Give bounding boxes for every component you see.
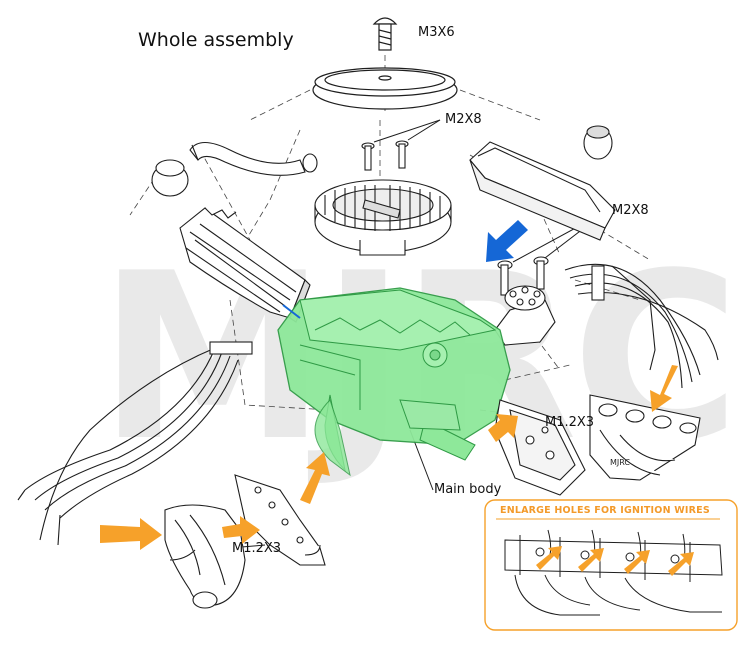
intake-manifold-left-icon [164,504,246,609]
exhaust-manifold-right-icon: MJRC [589,394,701,481]
distributor-icon [494,285,556,346]
blue-arrow [486,220,528,262]
svg-text:MJRC: MJRC [610,458,630,467]
screw-m3x6-icon [372,17,398,51]
air-cleaner-lid-icon [312,67,458,110]
page-title: Whole assembly [138,29,294,51]
inset-box [484,499,738,631]
rocker-cover-left-icon [179,207,311,323]
label-screws-left: M2X8 [445,112,482,127]
ignition-wires-right-icon [564,263,719,389]
main-body-icon [277,287,511,477]
screw-m2x8-right-icon [497,256,549,296]
exhaust-bracket-icon [494,399,586,496]
label-screw-top: M3X6 [418,25,455,40]
orange-arrows [100,365,678,550]
inset-caption: ENLARGE HOLES FOR IGNITION WIRES [500,505,710,516]
label-screws-intake: M1.2X3 [232,541,282,556]
air-filter-icon [314,179,452,256]
screw-m2x8-pair-icon [361,140,409,171]
rocker-cover-right-icon [469,125,616,241]
label-screws-right: M2X8 [612,203,649,218]
breather-hose-icon [151,141,318,197]
label-main-body: Main body [434,482,502,497]
label-screws-exhaust: M1.2X3 [545,415,595,430]
ignition-wires-left-icon [17,341,253,546]
